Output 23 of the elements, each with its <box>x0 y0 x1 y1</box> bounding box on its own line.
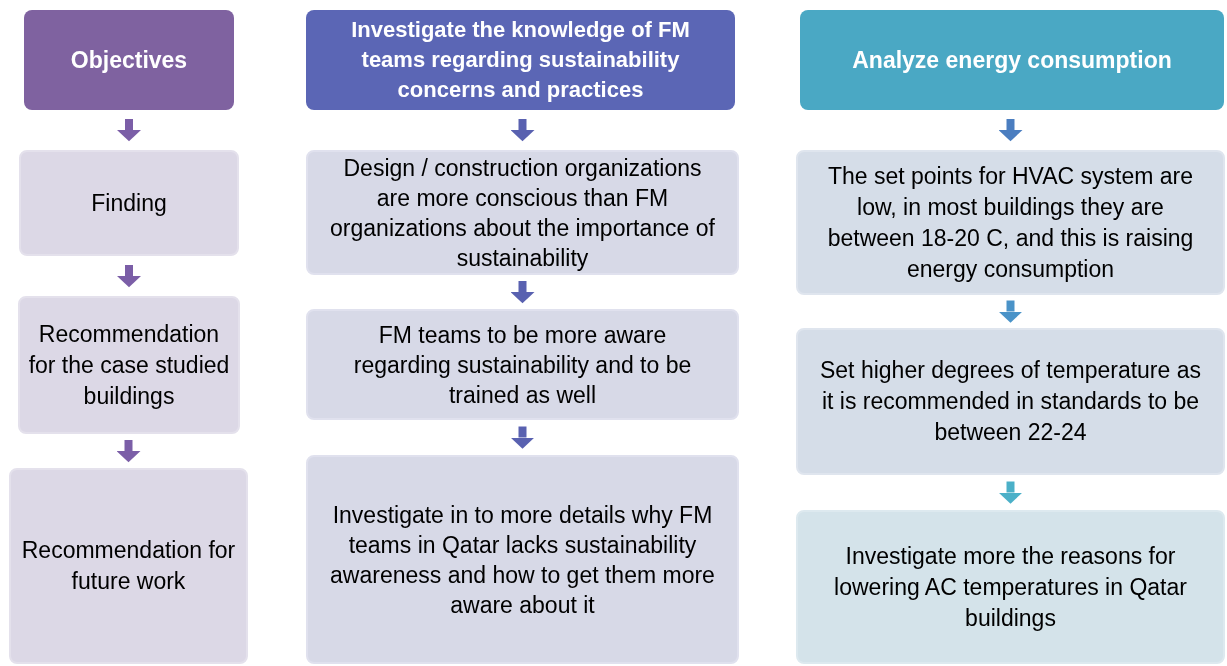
box-text: FM teams to be more aware regarding sustainability and to be trained as well <box>352 320 693 410</box>
process-box <box>18 296 240 434</box>
heading-text: Analyze energy consumption <box>852 46 1172 75</box>
box-text: The set points for HVAC system are low, in most buildings they are between 18-20 C, and this is raising energy consumption <box>826 161 1195 284</box>
process-box <box>796 328 1225 475</box>
box-text: Set higher degrees of temperature as it is recommended in standards to be between 22-24 <box>819 356 1202 447</box>
process-box <box>19 150 239 256</box>
box-text: Investigate in to more details why FM teams in Qatar lacks sustainability awareness and how to get them more aware about it <box>329 500 716 620</box>
process-box <box>796 150 1225 295</box>
box-text: Finding <box>91 188 167 218</box>
process-box <box>306 455 739 664</box>
header-box <box>800 10 1224 110</box>
heading-text: Investigate the knowledge of FM teams regarding sustainability concerns and practices <box>350 16 691 104</box>
process-box <box>306 309 739 420</box>
box-text: Recommendation for future work <box>20 536 237 596</box>
header-box <box>306 10 735 110</box>
heading-text: Objectives <box>70 46 188 75</box>
box-text: Design / construction organizations are more conscious than FM organizations about the importance of sustainability <box>329 153 716 273</box>
box-text: Investigate more the reasons for lowering AC temperatures in Qatar buildings <box>833 541 1188 633</box>
header-box <box>24 10 234 110</box>
process-box <box>9 468 248 664</box>
box-text: Recommendation for the case studied buildings <box>28 319 230 411</box>
process-box <box>796 510 1225 664</box>
